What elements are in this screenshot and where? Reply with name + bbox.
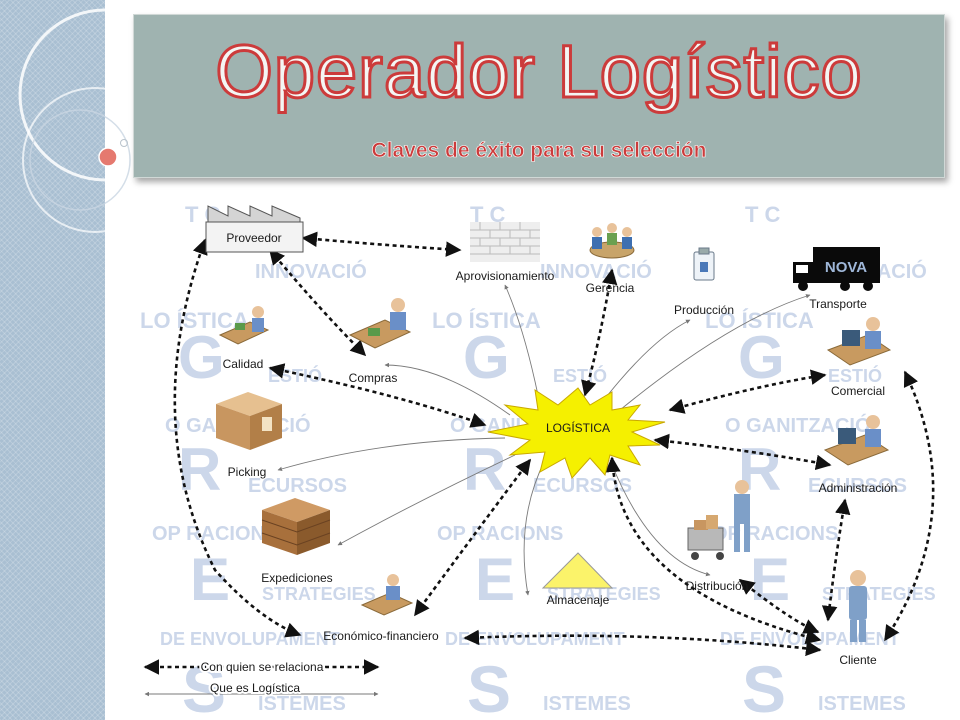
desk-worker-icon: [218, 306, 270, 345]
node-label-transporte: Transporte: [809, 297, 867, 311]
comercial-node: Comercial: [826, 317, 892, 398]
truck-icon: [793, 247, 880, 291]
node-label-expediciones: Expediciones: [261, 571, 332, 585]
watermark-line: ISTEMES: [543, 693, 631, 715]
node-label-gerencia: Gerencia: [586, 281, 635, 295]
transporte-node: NOVA Transporte: [793, 247, 880, 311]
cliente-node: Cliente: [839, 570, 877, 667]
desk-worker-icon: [348, 298, 412, 349]
cardboard-box-icon: [216, 392, 282, 450]
watermark-line: ECURSOS: [808, 475, 907, 497]
node-label-compras: Compras: [349, 371, 398, 385]
watermark-line: OP RACIONS: [712, 523, 838, 545]
triangle-icon: [541, 552, 614, 589]
watermark-line: R: [178, 436, 221, 503]
cart-worker-icon: [687, 480, 750, 560]
node-label-administracion: Administración: [819, 481, 898, 495]
watermark-line: DE ENVOLUPAMENT: [720, 629, 900, 649]
watermark-line: INNOVACIÓ: [255, 259, 367, 283]
watermark-line: E: [475, 546, 515, 613]
brick-wall-icon: [470, 222, 540, 262]
watermark-line: INNOVACIÓ: [540, 259, 652, 283]
watermark-line: ESTIÓ: [828, 365, 882, 386]
watermark-line: STRATEGIES: [262, 584, 376, 604]
gerencia-node: Gerencia: [586, 223, 635, 295]
picking-node: Picking: [216, 392, 282, 479]
watermark-line: OP RACIONS: [152, 523, 278, 545]
legend-thin-label: Que es Logística: [210, 681, 300, 695]
node-label-comercial: Comercial: [831, 384, 885, 398]
meeting-people-icon: [589, 223, 635, 259]
expediciones-node: Expediciones: [261, 498, 333, 585]
calidad-node: Calidad: [218, 306, 270, 371]
node-label-proveedor: Proveedor: [226, 231, 281, 245]
node-label-calidad: Calidad: [223, 357, 264, 371]
watermark-line: DE ENVOLUPAMENT: [445, 629, 625, 649]
aprovisionamiento-node: Aprovisionamiento: [456, 222, 555, 283]
node-label-almacenaje: Almacenaje: [547, 593, 610, 607]
center-label: LOGÍSTICA: [546, 420, 610, 435]
desk-worker-icon: [360, 574, 414, 616]
watermark-line: S: [467, 652, 511, 720]
red-dot-decoration: [98, 147, 118, 167]
watermark-line: ECURSOS: [533, 475, 632, 497]
watermark-line: LO ÍSTICA: [432, 308, 541, 333]
watermark-line: E: [750, 546, 790, 613]
left-decorative-band: [0, 0, 105, 720]
watermark-line: ESTIÓ: [553, 365, 607, 386]
page-title: Operador Logístico: [214, 30, 863, 113]
economico-node: Económico-financiero: [323, 574, 439, 643]
page-subtitle: Claves de éxito para su selección: [371, 139, 707, 163]
almacenaje-node: Almacenaje: [541, 552, 614, 607]
computer-worker-icon: [826, 317, 892, 366]
node-label-produccion: Producción: [674, 303, 734, 317]
watermark-line: S: [742, 652, 786, 720]
node-label-economico: Económico-financiero: [323, 629, 439, 643]
truck-text: NOVA: [825, 259, 867, 276]
person-icon: [849, 570, 867, 642]
watermark-line: G: [178, 324, 225, 391]
watermark-line: DE ENVOLUPAMENT: [160, 629, 340, 649]
watermark-line: OP RACIONS: [437, 523, 563, 545]
proveedor-node: Proveedor: [205, 205, 304, 253]
node-label-picking: Picking: [228, 465, 267, 479]
legend: Con quien se relaciona Que es Logística: [143, 658, 380, 697]
title-banner: Operador Logístico Claves de éxito para …: [133, 14, 945, 178]
computer-worker-icon: [823, 415, 890, 466]
administracion-node: Administración: [819, 415, 898, 495]
distribucion-node: Distribución: [686, 480, 750, 593]
compras-node: Compras: [348, 298, 412, 385]
produccion-node: Producción: [674, 247, 734, 317]
factory-icon: [205, 205, 304, 253]
watermark-line: STRATEGIES: [822, 584, 936, 604]
node-label-cliente: Cliente: [839, 653, 877, 667]
wooden-crate-icon: [261, 498, 331, 555]
center-star-shape: [487, 387, 666, 479]
watermark-line: ESTIÓ: [268, 365, 322, 386]
legend-dashed-label: Con quien se relaciona: [201, 660, 324, 674]
watermark-line: G: [463, 324, 510, 391]
watermark-line: ISTEMES: [258, 693, 346, 715]
watermark-line: ISTEMES: [818, 693, 906, 715]
clipboard-icon: [693, 247, 715, 281]
watermark-line: T C: [745, 202, 781, 227]
logistica-center: LOGÍSTICA: [487, 387, 666, 479]
watermark-line: LO ÍSTICA: [705, 308, 814, 333]
watermark-line: G: [738, 324, 785, 391]
node-label-distribucion: Distribución: [686, 579, 749, 593]
node-label-aprovisionamiento: Aprovisionamiento: [456, 269, 555, 283]
dashed-connectors: [173, 231, 935, 657]
